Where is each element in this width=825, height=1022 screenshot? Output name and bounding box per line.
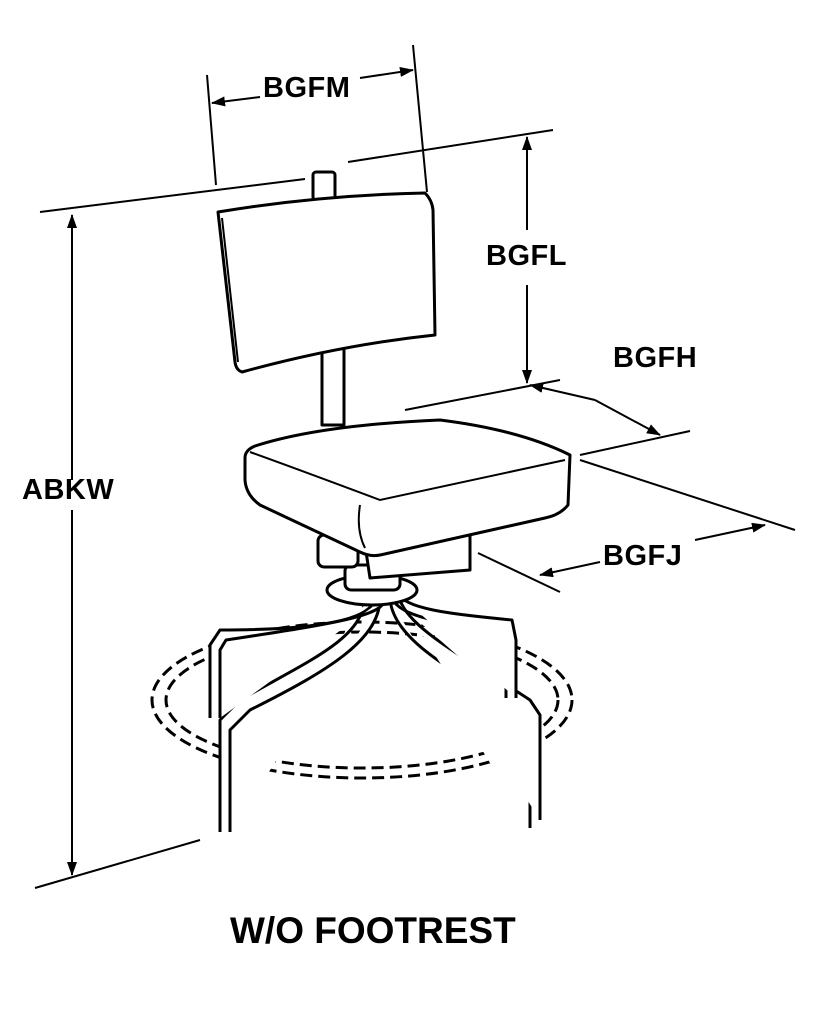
caption: W/O FOOTREST bbox=[230, 910, 516, 951]
dimension-label-bgfh: BGFH bbox=[613, 342, 698, 374]
dimension-label-bgfl: BGFL bbox=[486, 240, 567, 272]
chair-base bbox=[150, 533, 574, 832]
chair-back bbox=[216, 170, 437, 427]
dimension-lines bbox=[34, 44, 796, 889]
dimension-label-abkw: ABKW bbox=[22, 474, 115, 506]
dimension-label-bgfm: BGFM bbox=[263, 72, 351, 104]
dimension-label-bgfj: BGFJ bbox=[603, 540, 683, 572]
chair-seat bbox=[243, 418, 572, 580]
